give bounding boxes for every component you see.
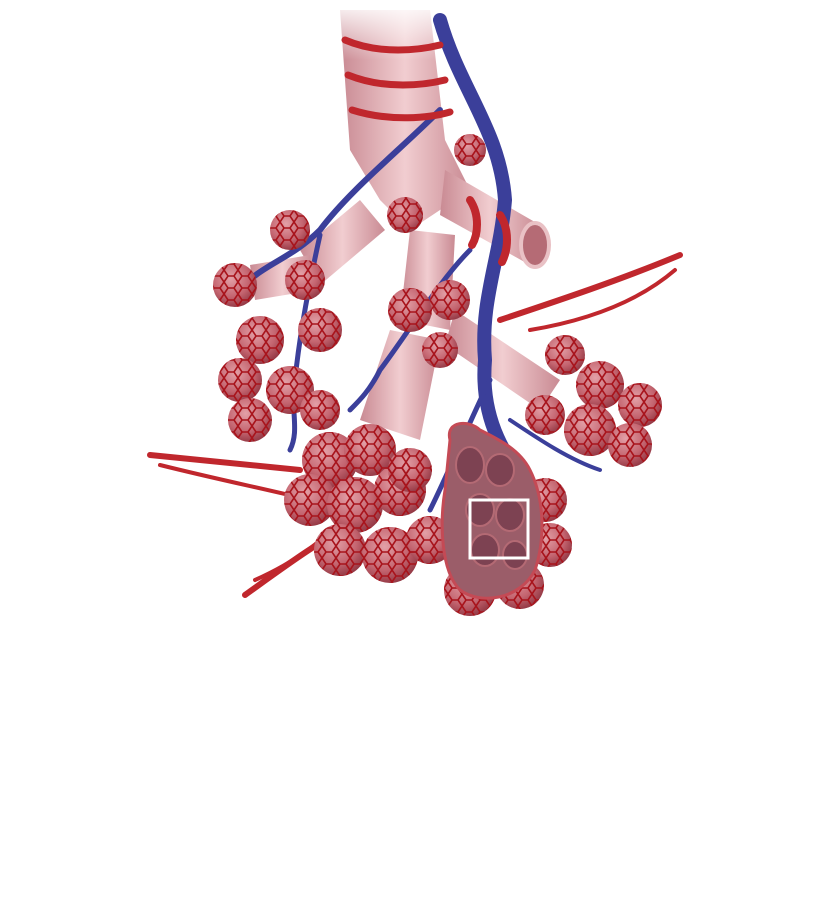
pulmonary-artery-branches [147, 36, 683, 598]
cross-section [440, 421, 544, 600]
highlight-box [468, 498, 530, 560]
